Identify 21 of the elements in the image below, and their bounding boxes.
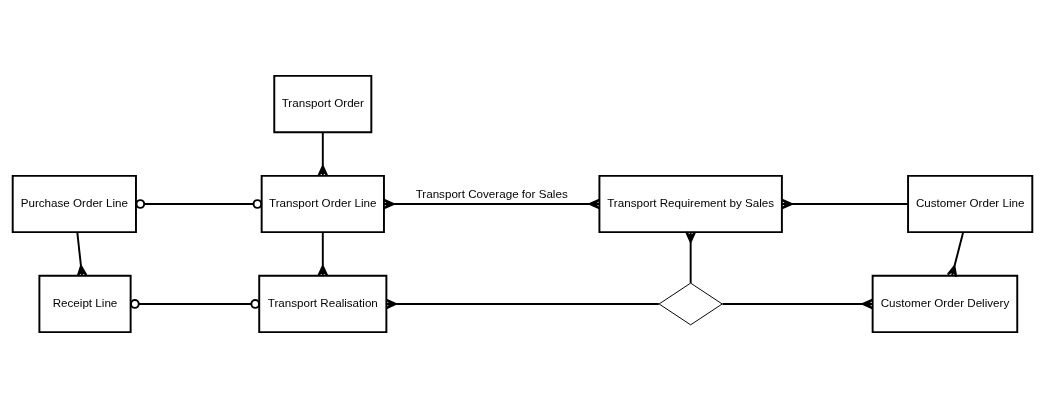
node-box: Transport Requirement by Sales bbox=[598, 174, 783, 234]
connector bbox=[317, 131, 329, 177]
connector bbox=[385, 298, 660, 310]
node-box: Transport Realisation bbox=[258, 274, 388, 334]
connector bbox=[130, 299, 261, 309]
node-box: Purchase Order Line bbox=[11, 174, 137, 234]
node-box: Transport Order bbox=[273, 74, 373, 134]
node-box: Customer Order Line bbox=[907, 174, 1034, 234]
connector bbox=[685, 231, 696, 284]
connector bbox=[721, 298, 874, 310]
edge-label: Transport Coverage for Sales bbox=[415, 186, 568, 200]
node-box: Customer Order Delivery bbox=[871, 274, 1019, 334]
connector bbox=[317, 231, 329, 277]
connector bbox=[135, 199, 263, 209]
connector bbox=[781, 198, 909, 210]
node-box: Transport Order Line bbox=[260, 174, 385, 234]
connector bbox=[383, 198, 601, 210]
connector bbox=[946, 231, 965, 278]
connector bbox=[76, 231, 88, 277]
node-box: Receipt Line bbox=[38, 274, 132, 334]
node-diamond bbox=[658, 282, 723, 326]
